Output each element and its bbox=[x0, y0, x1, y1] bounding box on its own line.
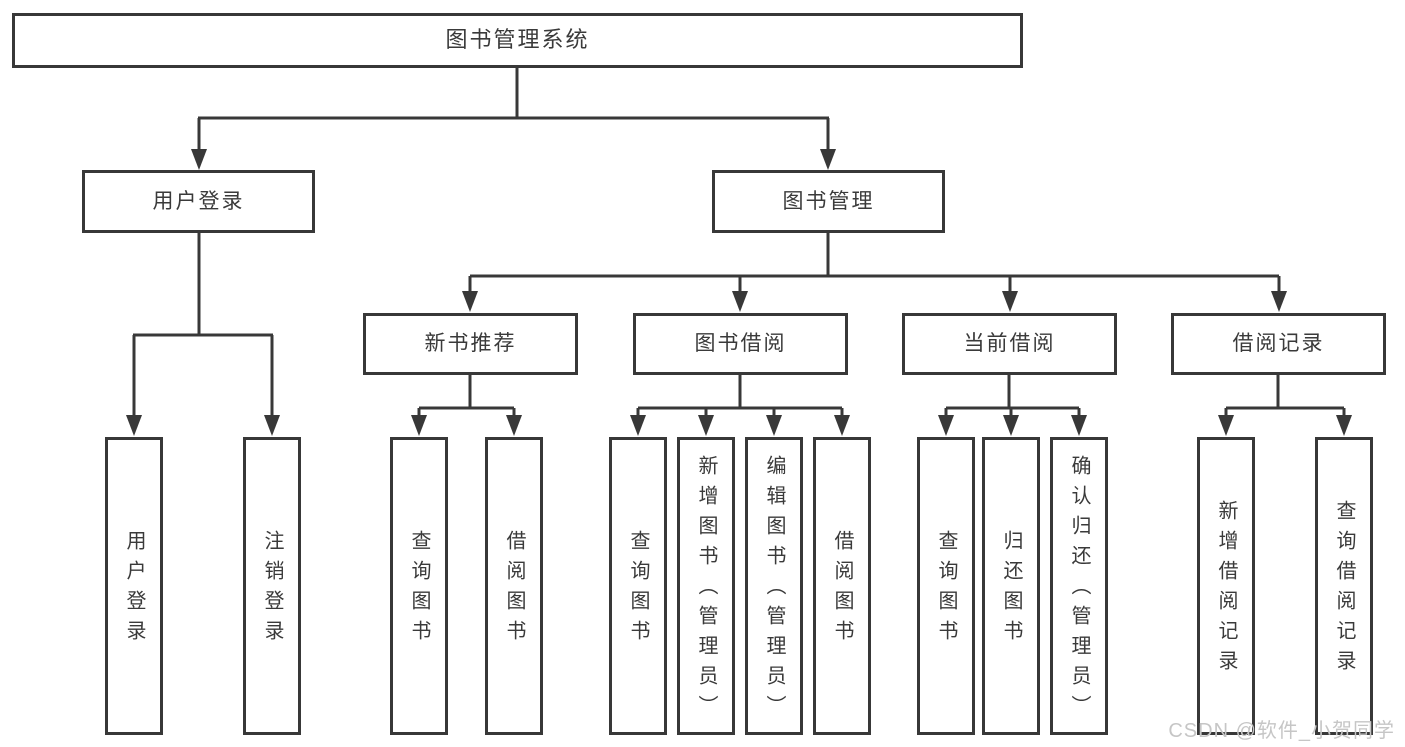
connector-line bbox=[944, 375, 1081, 417]
leaf-borrow-books: 借阅图书 bbox=[813, 437, 871, 735]
leaf-borrow-books-recommend: 借阅图书 bbox=[485, 437, 543, 735]
arrowhead-icon bbox=[820, 149, 836, 170]
node-book-borrowing: 图书借阅 bbox=[633, 313, 848, 375]
arrowhead-icon bbox=[732, 291, 748, 312]
connector-line bbox=[197, 68, 830, 151]
leaf-user-login: 用户登录 bbox=[105, 437, 163, 735]
arrowhead-icon bbox=[1271, 291, 1287, 312]
node-new-book-recommendation: 新书推荐 bbox=[363, 313, 578, 375]
arrowhead-icon bbox=[630, 415, 646, 436]
node-current-borrowing: 当前借阅 bbox=[902, 313, 1117, 375]
node-book-management: 图书管理 bbox=[712, 170, 945, 233]
node-user-login: 用户登录 bbox=[82, 170, 315, 233]
leaf-logout: 注销登录 bbox=[243, 437, 301, 735]
arrowhead-icon bbox=[1003, 415, 1019, 436]
arrowhead-icon bbox=[1218, 415, 1234, 436]
leaf-return-books: 归还图书 bbox=[982, 437, 1040, 735]
connector-line bbox=[636, 375, 844, 417]
arrowhead-icon bbox=[126, 415, 142, 436]
connector-line bbox=[132, 233, 274, 417]
arrowhead-icon bbox=[834, 415, 850, 436]
leaf-query-books-recommend: 查询图书 bbox=[390, 437, 448, 735]
node-borrowing-records: 借阅记录 bbox=[1171, 313, 1386, 375]
arrowhead-icon bbox=[698, 415, 714, 436]
connector-line bbox=[468, 233, 1281, 293]
arrowhead-icon bbox=[462, 291, 478, 312]
arrowhead-icon bbox=[1071, 415, 1087, 436]
arrowhead-icon bbox=[411, 415, 427, 436]
csdn-watermark: CSDN @软件_小贺同学 bbox=[1168, 720, 1395, 742]
connector-line bbox=[1224, 375, 1346, 417]
arrowhead-icon bbox=[1002, 291, 1018, 312]
arrowhead-icon bbox=[1336, 415, 1352, 436]
arrowhead-icon bbox=[766, 415, 782, 436]
leaf-query-books-borrow: 查询图书 bbox=[609, 437, 667, 735]
arrowhead-icon bbox=[264, 415, 280, 436]
arrowhead-icon bbox=[938, 415, 954, 436]
leaf-edit-book-admin: 编辑图书（管理员） bbox=[745, 437, 803, 735]
leaf-query-books-current: 查询图书 bbox=[917, 437, 975, 735]
leaf-confirm-return-admin: 确认归还（管理员） bbox=[1050, 437, 1108, 735]
arrowhead-icon bbox=[191, 149, 207, 170]
node-library-management-system: 图书管理系统 bbox=[12, 13, 1023, 68]
arrowhead-icon bbox=[506, 415, 522, 436]
connector-line bbox=[417, 375, 516, 417]
leaf-query-borrow-record: 查询借阅记录 bbox=[1315, 437, 1373, 735]
leaf-add-book-admin: 新增图书（管理员） bbox=[677, 437, 735, 735]
leaf-add-borrow-record: 新增借阅记录 bbox=[1197, 437, 1255, 735]
